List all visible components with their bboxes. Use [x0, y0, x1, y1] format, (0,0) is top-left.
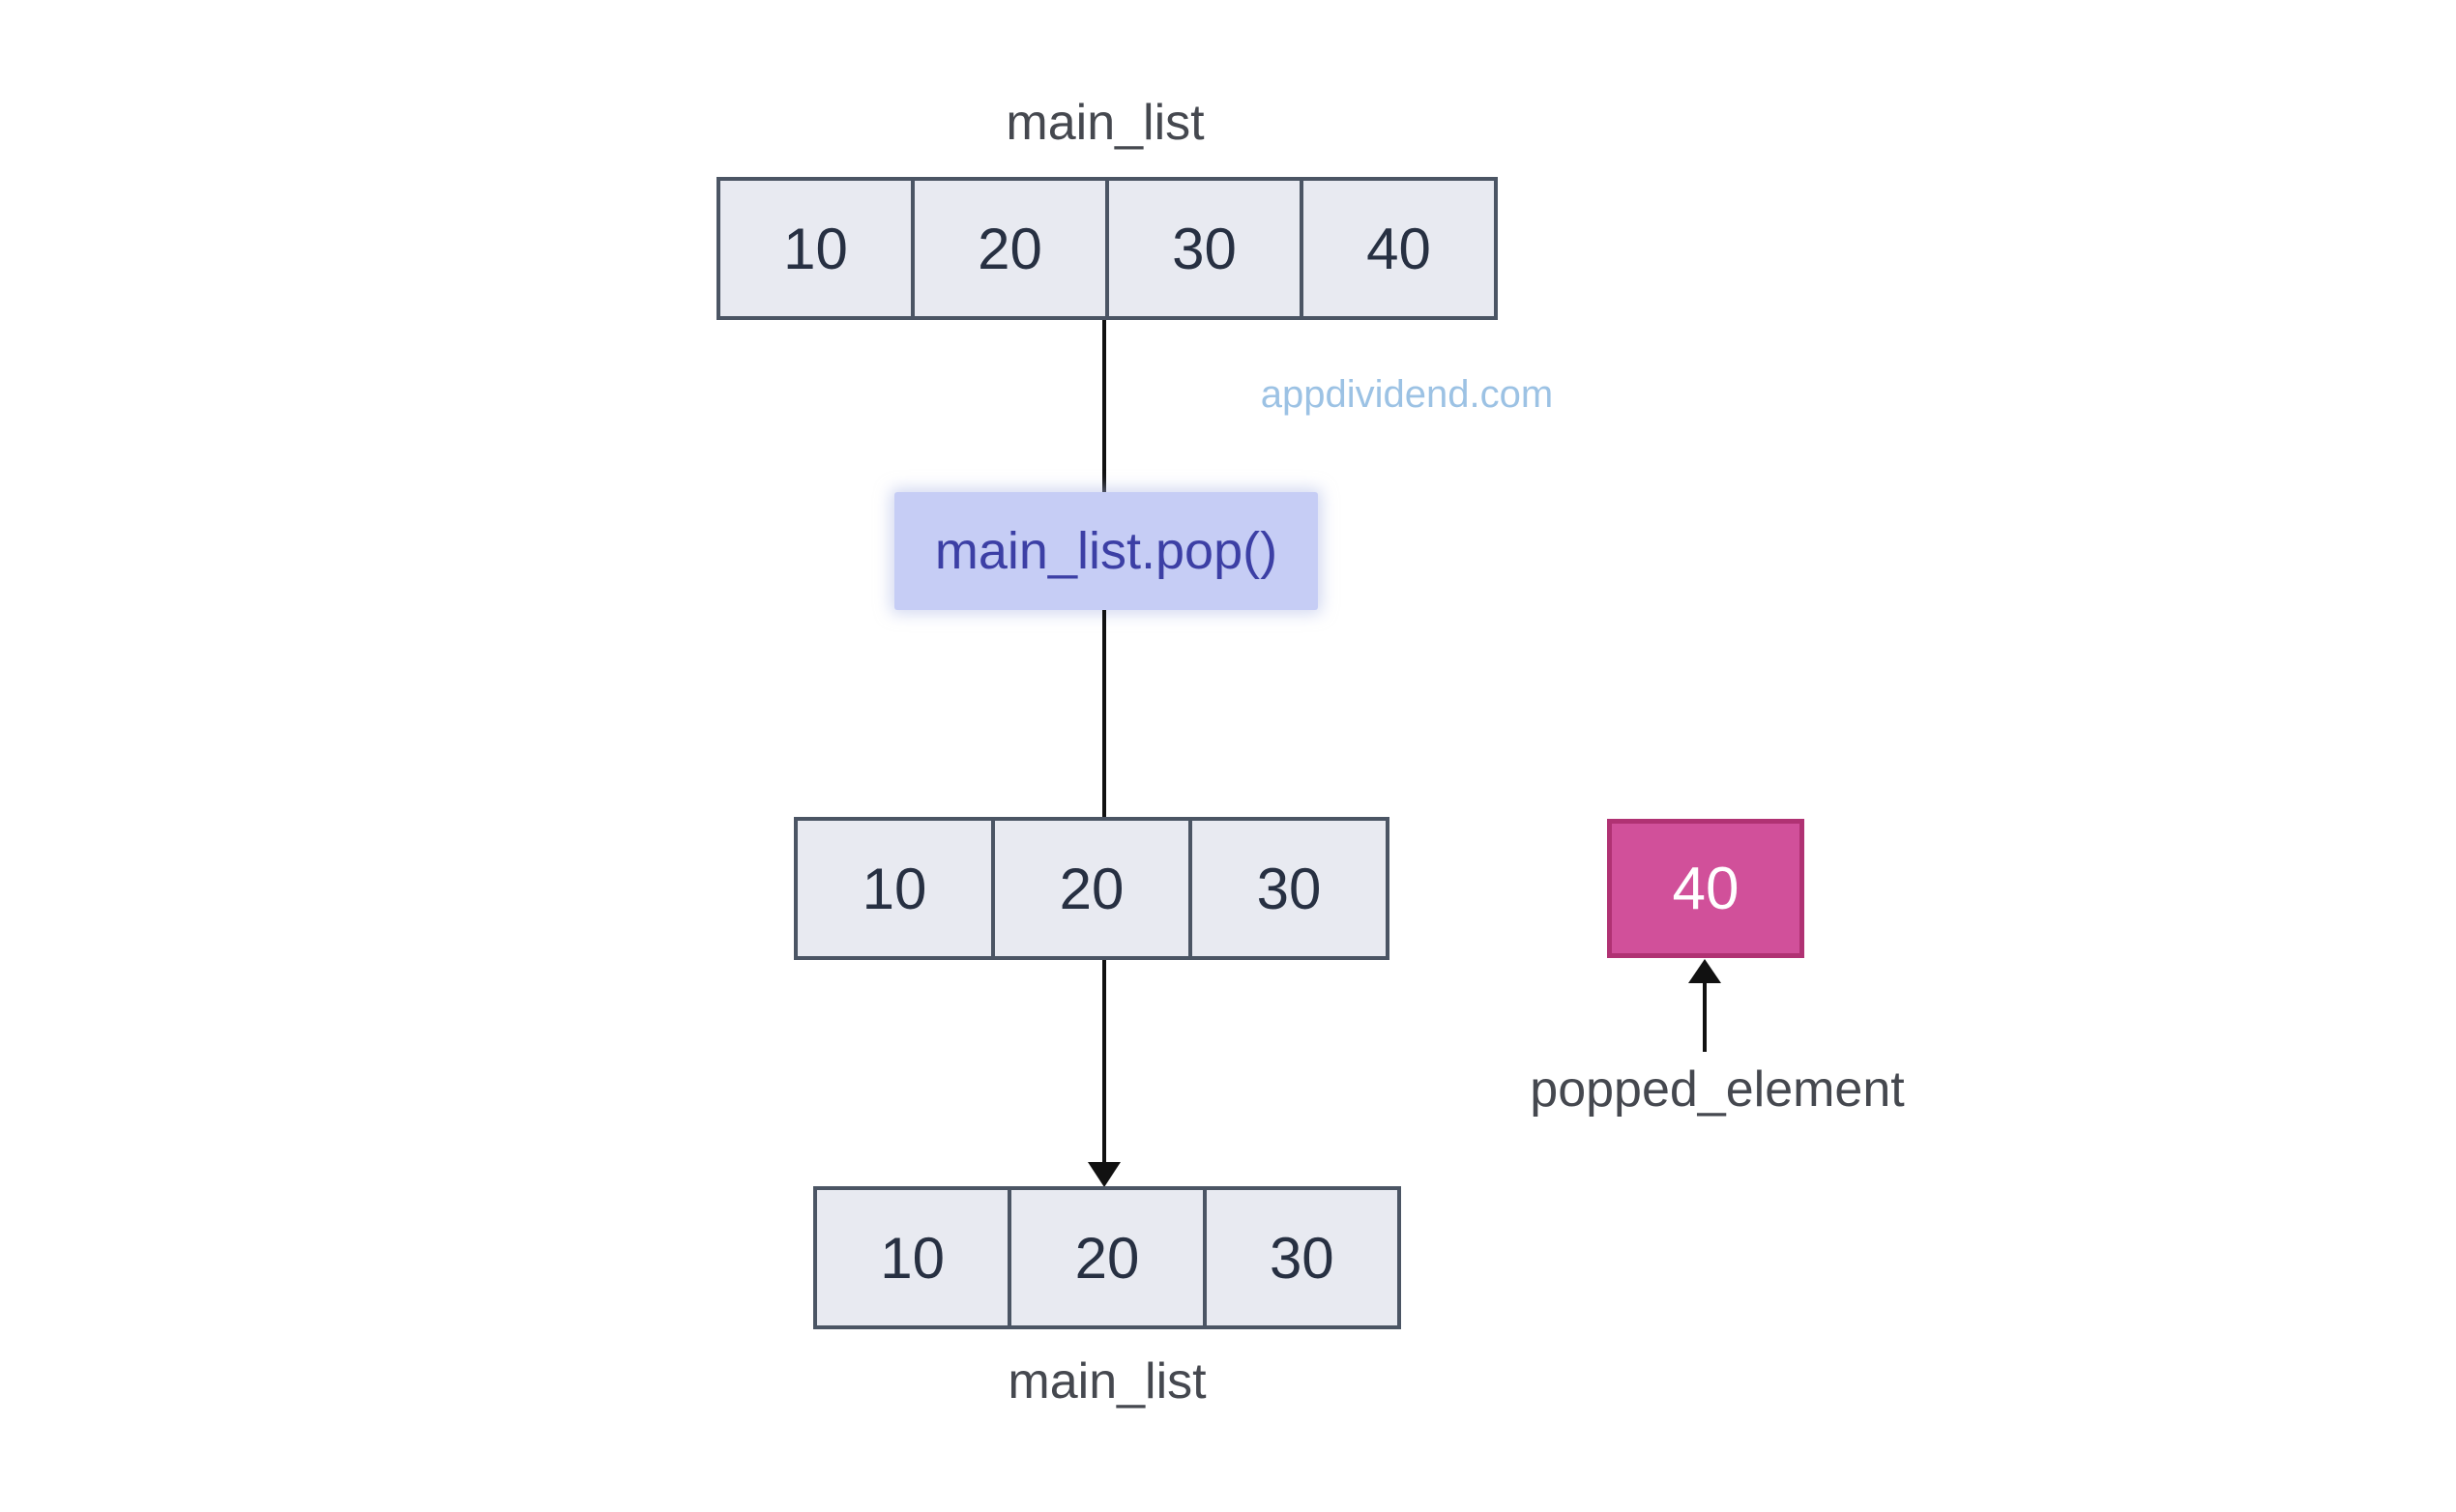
- list-cell: 30: [1105, 181, 1300, 316]
- arrowhead-down-icon: [1088, 1162, 1121, 1187]
- list-after: 10 20 30: [794, 817, 1389, 960]
- pop-operation-code: main_list.pop(): [934, 522, 1278, 580]
- list-cell: 30: [1188, 821, 1386, 956]
- popped-element-label: popped_element: [1530, 1061, 1905, 1118]
- popped-value: 40: [1672, 855, 1740, 922]
- popped-value-box: 40: [1607, 819, 1804, 958]
- list-label-top: main_list: [1006, 95, 1205, 151]
- list-cell: 20: [911, 181, 1105, 316]
- arrowhead-up-icon: [1688, 959, 1721, 983]
- list-cell: 10: [798, 821, 991, 956]
- connector-line-top: [1102, 320, 1106, 492]
- list-cell: 20: [991, 821, 1188, 956]
- list-cell: 10: [720, 181, 911, 316]
- list-result: 10 20 30: [813, 1186, 1401, 1329]
- pop-operation-box: main_list.pop(): [894, 492, 1318, 610]
- popped-arrow-stem: [1703, 981, 1707, 1052]
- list-label-bottom: main_list: [1008, 1353, 1207, 1410]
- list-cell: 30: [1202, 1190, 1397, 1325]
- list-cell: 10: [817, 1190, 1009, 1325]
- list-before: 10 20 30 40: [716, 177, 1498, 320]
- connector-line-bottom: [1102, 960, 1106, 1162]
- list-cell: 20: [1008, 1190, 1203, 1325]
- list-cell: 40: [1300, 181, 1494, 316]
- connector-line-middle: [1102, 610, 1106, 817]
- watermark: appdividend.com: [1260, 373, 1554, 416]
